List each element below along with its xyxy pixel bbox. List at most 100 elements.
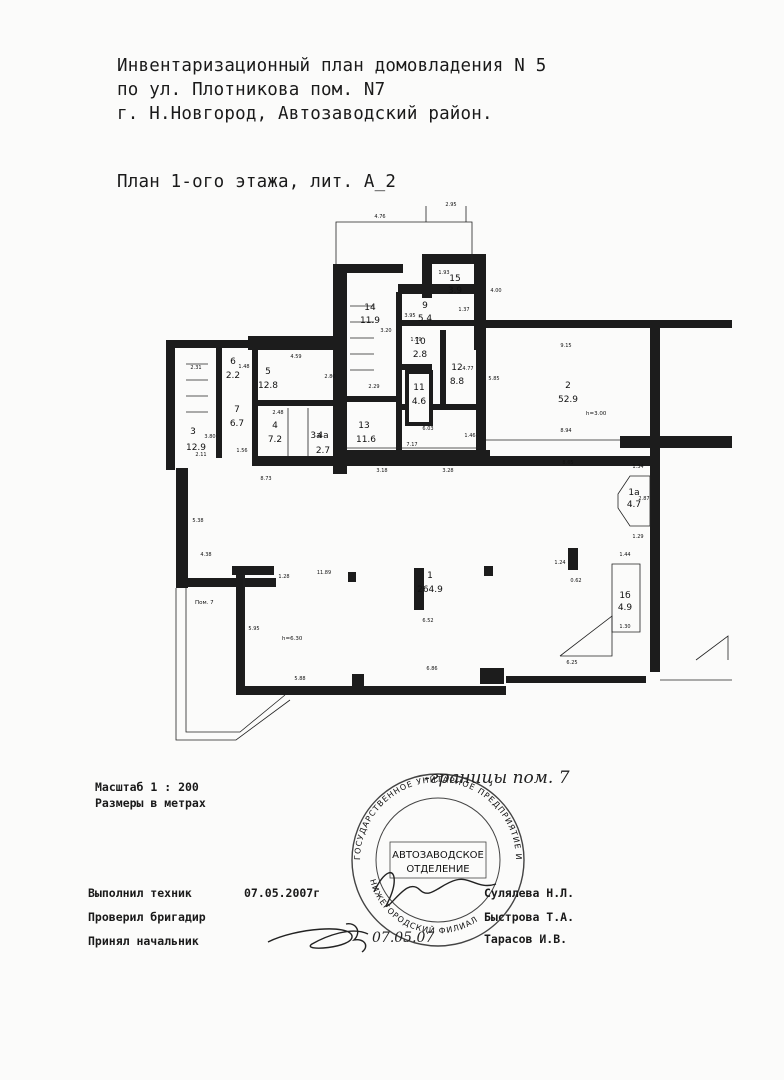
accepted-by-name: Тарасов И.В.	[484, 932, 568, 946]
dim-label: 4.38	[200, 552, 211, 558]
document-title-line3: г. Н.Новгород, Автозаводский район.	[117, 104, 493, 124]
dim-label: 5.38	[192, 518, 203, 524]
dim-label: 4.00	[490, 288, 501, 294]
plan-lines	[175, 206, 732, 741]
room-2-number: 2	[565, 381, 571, 391]
boundary-note: -границы пом. 7	[424, 768, 570, 788]
room-5-number: 5	[265, 367, 271, 377]
dim-label: 1.34	[632, 464, 643, 470]
signature-marks	[267, 872, 497, 953]
dim-label: 1.48	[238, 364, 249, 370]
dim-label: 2.80	[324, 374, 335, 380]
room-5-area: 12.8	[258, 381, 278, 391]
dim-label: 7.17	[406, 442, 417, 448]
document-title-line1: Инвентаризационный план домовладения N 5	[117, 56, 547, 76]
room-3-number: 3	[190, 427, 196, 437]
dim-label: 1.93	[438, 270, 449, 276]
room-10-number: 10	[414, 337, 426, 347]
stamp-center-line1: АВТОЗАВОДСКОЕ	[392, 850, 484, 861]
dim-label: 2.31	[190, 365, 201, 371]
room-15-number: 15	[449, 274, 460, 284]
room-1-area: 264.9	[417, 585, 443, 595]
accepted-date: 07.05.07	[372, 930, 435, 946]
room-15-area: 3.9	[448, 286, 463, 296]
dim-label: 2.87	[638, 496, 649, 502]
plan-title: План 1-ого этажа, лит. А_2	[117, 172, 397, 192]
room-14-area: 11.9	[360, 316, 380, 326]
dim-label: 3.28	[442, 468, 453, 474]
room-1a-area: 4.7	[627, 500, 641, 510]
dim-label: 1.37	[458, 307, 469, 313]
dim-label: 1.29	[632, 534, 643, 540]
svg-text:ГОСУДАРСТВЕННОЕ УНИТАРНОЕ ПРЕД: ГОСУДАРСТВЕННОЕ УНИТАРНОЕ ПРЕДПРИЯТИЕ ИН…	[0, 0, 522, 861]
dim-label: 4.77	[462, 366, 473, 372]
dim-label: 1.44	[619, 552, 630, 558]
dim-label: 3.18	[376, 468, 387, 474]
room-3-area: 12.9	[186, 443, 206, 453]
dim-label: 5.85	[488, 376, 499, 382]
dim-label: 6.86	[426, 666, 437, 672]
dim-label: 8.94	[560, 428, 571, 434]
dim-label: 4.59	[290, 354, 301, 360]
room-9-area: 5.4	[418, 314, 433, 324]
room-9-number: 9	[422, 301, 428, 311]
room-4a-number: 4а	[317, 431, 328, 441]
dim-label: 9.15	[560, 343, 571, 349]
dim-label: 5.95	[248, 626, 259, 632]
room-labels: 1 264.9 1а 4.7 1б 4.9 2 52.9 3 12.9 3а 4…	[186, 274, 641, 642]
dim-label: 5.88	[294, 676, 305, 682]
dim-label: 4.76	[374, 214, 385, 220]
accepted-by-label: Принял начальник	[88, 934, 199, 948]
room-10-area: 2.8	[413, 350, 428, 360]
height-room-2: h=3.00	[586, 411, 607, 417]
room-6-area: 2.2	[226, 371, 240, 381]
room-3a-number: 3а	[310, 431, 321, 441]
room-1b-number: 1б	[619, 591, 631, 601]
document-title-line2: по ул. Плотникова пом. N7	[117, 80, 386, 100]
stamp-ring-top: ГОСУДАРСТВЕННОЕ УНИТАРНОЕ ПРЕДПРИЯТИЕ ИН…	[0, 0, 522, 861]
room-13-number: 13	[358, 421, 369, 431]
adjacent-room-label: Пом. 7	[195, 600, 214, 606]
dim-label: 0.62	[570, 578, 581, 584]
room-11-area: 4.6	[412, 397, 427, 407]
scale-label: Масштаб 1 : 200	[95, 780, 199, 794]
dim-label: 2.48	[272, 410, 283, 416]
room-11-interior	[409, 374, 429, 422]
room-14-number: 14	[364, 303, 376, 313]
checked-by-name: Быстрова Т.А.	[484, 910, 575, 924]
units-label: Размеры в метрах	[95, 796, 206, 810]
room-1a-number: 1а	[628, 488, 639, 498]
room-4-number: 4	[272, 421, 278, 431]
dim-label: 2.95	[445, 202, 456, 208]
performed-by-label: Выполнил техник	[88, 886, 192, 900]
room-4-area: 7.2	[268, 435, 282, 445]
room-7-area: 6.7	[230, 419, 244, 429]
room-13-area: 11.6	[356, 435, 376, 445]
performed-by-name: Сулялева Н.Л.	[484, 886, 575, 900]
checked-by-label: Проверил бригадир	[88, 910, 206, 924]
dimension-labels: 4.76 2.95 9.15 8.94 8.65 8.73 3.18 3.28 …	[190, 202, 649, 682]
room-12-area: 8.8	[450, 377, 465, 387]
dim-label: 6.52	[422, 618, 433, 624]
performed-date: 07.05.2007г	[244, 886, 321, 900]
height-room-1: h=6.30	[282, 636, 303, 642]
dim-label: 2.29	[368, 384, 379, 390]
room-1-number: 1	[427, 571, 433, 581]
dim-label: 1.28	[278, 574, 289, 580]
room-2-area: 52.9	[558, 395, 578, 405]
dim-label: 8.73	[260, 476, 271, 482]
dim-label: 3.80	[204, 434, 215, 440]
room-11-number: 11	[413, 383, 424, 393]
room-1b-area: 4.9	[618, 603, 633, 613]
room-4a-area: 2.7	[316, 446, 330, 456]
dim-label: 8.65	[562, 460, 573, 466]
signature-technician	[373, 872, 497, 908]
room-12-number: 12	[451, 363, 462, 373]
dim-label: 6.25	[566, 660, 577, 666]
dim-label: 1.79	[410, 337, 421, 343]
dim-label: 1.46	[464, 433, 475, 439]
stamp-center-line2: ОТДЕЛЕНИЕ	[406, 864, 469, 875]
dim-label: 3.20	[380, 328, 391, 334]
signature-chief	[267, 923, 369, 953]
